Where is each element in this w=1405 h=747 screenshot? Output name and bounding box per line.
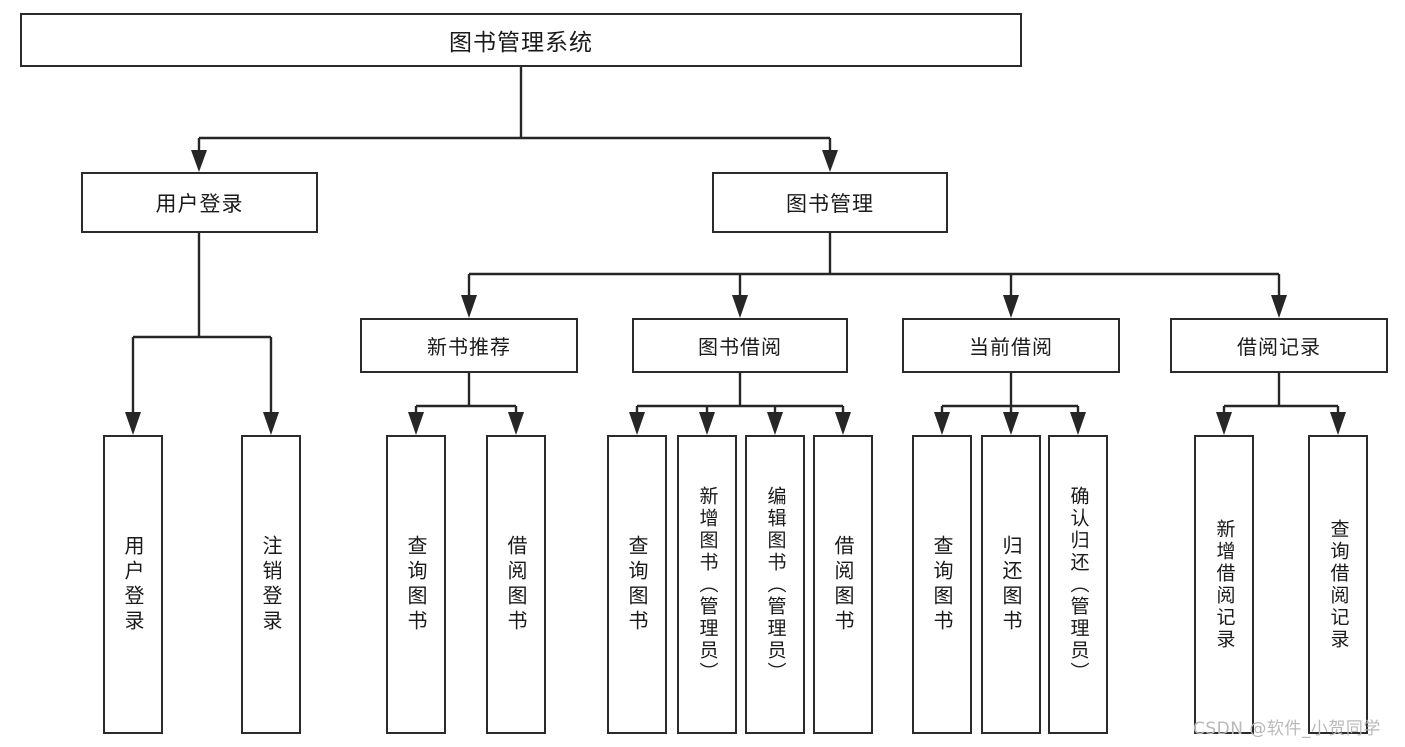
edge-book-manage-children xyxy=(467,233,1281,297)
edge-borrow-record-children xyxy=(1222,373,1340,414)
node-current-borrow[interactable]: 当前借阅 xyxy=(902,318,1120,373)
leaf-query-borrow-record[interactable]: 查询借阅记录 xyxy=(1308,435,1368,734)
arrow-to-current-borrow xyxy=(1003,295,1019,318)
arrow-to-leaf-query-book-1 xyxy=(408,412,424,435)
arrow-to-leaf-add-book xyxy=(699,412,715,435)
leaf-logout[interactable]: 注销登录 xyxy=(241,435,301,734)
leaf-add-book-admin[interactable]: 新增图书（管理员） xyxy=(677,435,737,734)
arrow-to-leaf-edit-book xyxy=(767,412,783,435)
arrow-to-leaf-return-book xyxy=(1003,412,1019,435)
arrow-to-leaf-user-login xyxy=(125,412,141,435)
arrow-to-user-login xyxy=(191,150,207,172)
arrow-to-new-book xyxy=(461,295,477,318)
leaf-query-book-new[interactable]: 查询图书 xyxy=(386,435,446,734)
leaf-confirm-return-admin[interactable]: 确认归还（管理员） xyxy=(1048,435,1108,734)
arrow-to-leaf-query-book-2 xyxy=(629,412,645,435)
arrow-to-book-borrow xyxy=(732,295,748,318)
leaf-edit-book-admin[interactable]: 编辑图书（管理员） xyxy=(745,435,805,734)
csdn-watermark: CSDN @软件_小贺同学 xyxy=(1193,719,1381,739)
edge-book-borrow-children xyxy=(635,373,845,414)
node-book-borrow[interactable]: 图书借阅 xyxy=(632,318,848,373)
edge-user-login-children xyxy=(131,233,273,414)
arrow-to-leaf-borrow-book-1 xyxy=(508,412,524,435)
arrow-to-leaf-query-record xyxy=(1330,412,1346,435)
arrow-to-leaf-confirm-return xyxy=(1070,412,1086,435)
leaf-user-login[interactable]: 用户登录 xyxy=(103,435,163,734)
edge-root-trunk xyxy=(197,67,832,152)
arrow-to-leaf-borrow-book-2 xyxy=(835,412,851,435)
edge-new-book-children xyxy=(414,373,518,414)
node-new-book-recommend[interactable]: 新书推荐 xyxy=(360,318,578,373)
node-book-management[interactable]: 图书管理 xyxy=(712,172,948,233)
arrow-to-book-manage xyxy=(822,150,838,172)
arrow-to-leaf-add-record xyxy=(1216,412,1232,435)
leaf-add-borrow-record[interactable]: 新增借阅记录 xyxy=(1194,435,1254,734)
leaf-borrow-book-borrow[interactable]: 借阅图书 xyxy=(813,435,873,734)
leaf-query-book-current[interactable]: 查询图书 xyxy=(912,435,972,734)
node-borrow-record[interactable]: 借阅记录 xyxy=(1170,318,1388,373)
edge-current-borrow-children xyxy=(940,373,1080,414)
leaf-borrow-book-new[interactable]: 借阅图书 xyxy=(486,435,546,734)
node-user-login[interactable]: 用户登录 xyxy=(81,172,318,233)
leaf-return-book[interactable]: 归还图书 xyxy=(981,435,1041,734)
arrow-to-leaf-query-book-3 xyxy=(934,412,950,435)
arrow-to-leaf-logout xyxy=(263,412,279,435)
arrow-to-borrow-record xyxy=(1271,295,1287,318)
leaf-query-book-borrow[interactable]: 查询图书 xyxy=(607,435,667,734)
node-root-book-management-system[interactable]: 图书管理系统 xyxy=(20,13,1022,67)
